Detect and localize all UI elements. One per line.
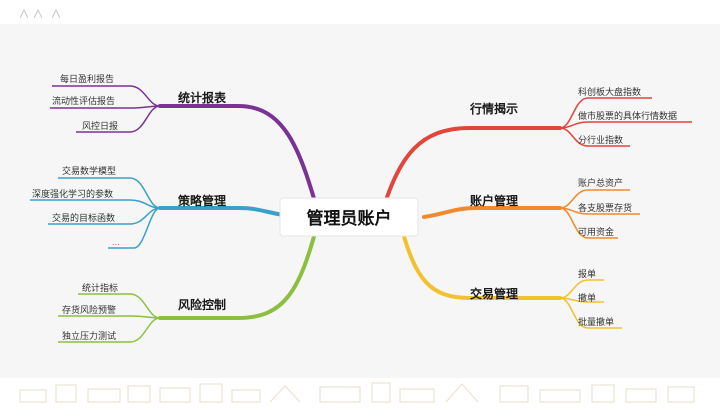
leaf-label: ... <box>112 238 120 247</box>
skyline-decoration <box>19 382 695 403</box>
decorative-footer-strip <box>0 378 720 405</box>
branch-label: 交易管理 <box>470 286 518 301</box>
branch-stats: 统计报表 每日盈利报告 流动性评估报告 风控日报 <box>50 73 320 214</box>
leaf-label: 做市股票的具体行情数据 <box>578 110 677 122</box>
leaf-label: 科创板大盘指数 <box>578 86 641 98</box>
leaf-label: 流动性评估报告 <box>52 95 115 107</box>
decorative-corner-mark <box>19 8 61 19</box>
branch-risk: 风险控制 统计指标 存货风险预警 独立压力测试 <box>58 220 320 343</box>
mindmap-canvas: 统计报表 每日盈利报告 流动性评估报告 风控日报 策略管理 交易数学模型 深度强… <box>0 24 720 378</box>
mindmap-diagram: 统计报表 每日盈利报告 流动性评估报告 风控日报 策略管理 交易数学模型 深度强… <box>30 73 692 343</box>
branch-market: 行情揭示 科创板大盘指数 做市股票的具体行情数据 分行业指数 <box>380 86 692 214</box>
leaf-label: 独立压力测试 <box>62 330 116 342</box>
branch-label: 账户管理 <box>470 193 518 208</box>
branch-trade: 交易管理 报单 撤单 批量撤单 <box>398 220 622 329</box>
leaf-label: 可用资金 <box>578 226 614 238</box>
leaf-label: 分行业指数 <box>578 134 623 146</box>
branch-label: 风险控制 <box>178 297 226 312</box>
leaf-label: 批量撤单 <box>578 316 614 328</box>
leaf-label: 风控日报 <box>82 120 118 132</box>
leaf-label: 撤单 <box>578 292 596 304</box>
leaf-label: 交易的目标函数 <box>52 212 115 224</box>
branch-label: 行情揭示 <box>469 101 518 116</box>
leaf-label: 每日盈利报告 <box>60 73 114 85</box>
leaf-label: 报单 <box>578 268 596 280</box>
branch-account: 账户管理 账户总资产 各支股票存货 可用资金 <box>422 177 640 239</box>
root-node: 管理员账户 <box>279 197 419 237</box>
leaf-label: 各支股票存货 <box>578 202 632 214</box>
leaf-label: 存货风险预警 <box>62 304 116 316</box>
leaf-label: 账户总资产 <box>578 177 623 189</box>
leaf-label: 统计指标 <box>82 282 118 294</box>
leaf-label: 深度强化学习的参数 <box>32 188 113 200</box>
leaf-label: 交易数学模型 <box>62 165 116 177</box>
branch-label: 策略管理 <box>178 193 226 208</box>
branch-strategy: 策略管理 交易数学模型 深度强化学习的参数 交易的目标函数 ... <box>30 165 298 249</box>
root-label: 管理员账户 <box>307 208 392 229</box>
branch-label: 统计报表 <box>178 90 227 105</box>
